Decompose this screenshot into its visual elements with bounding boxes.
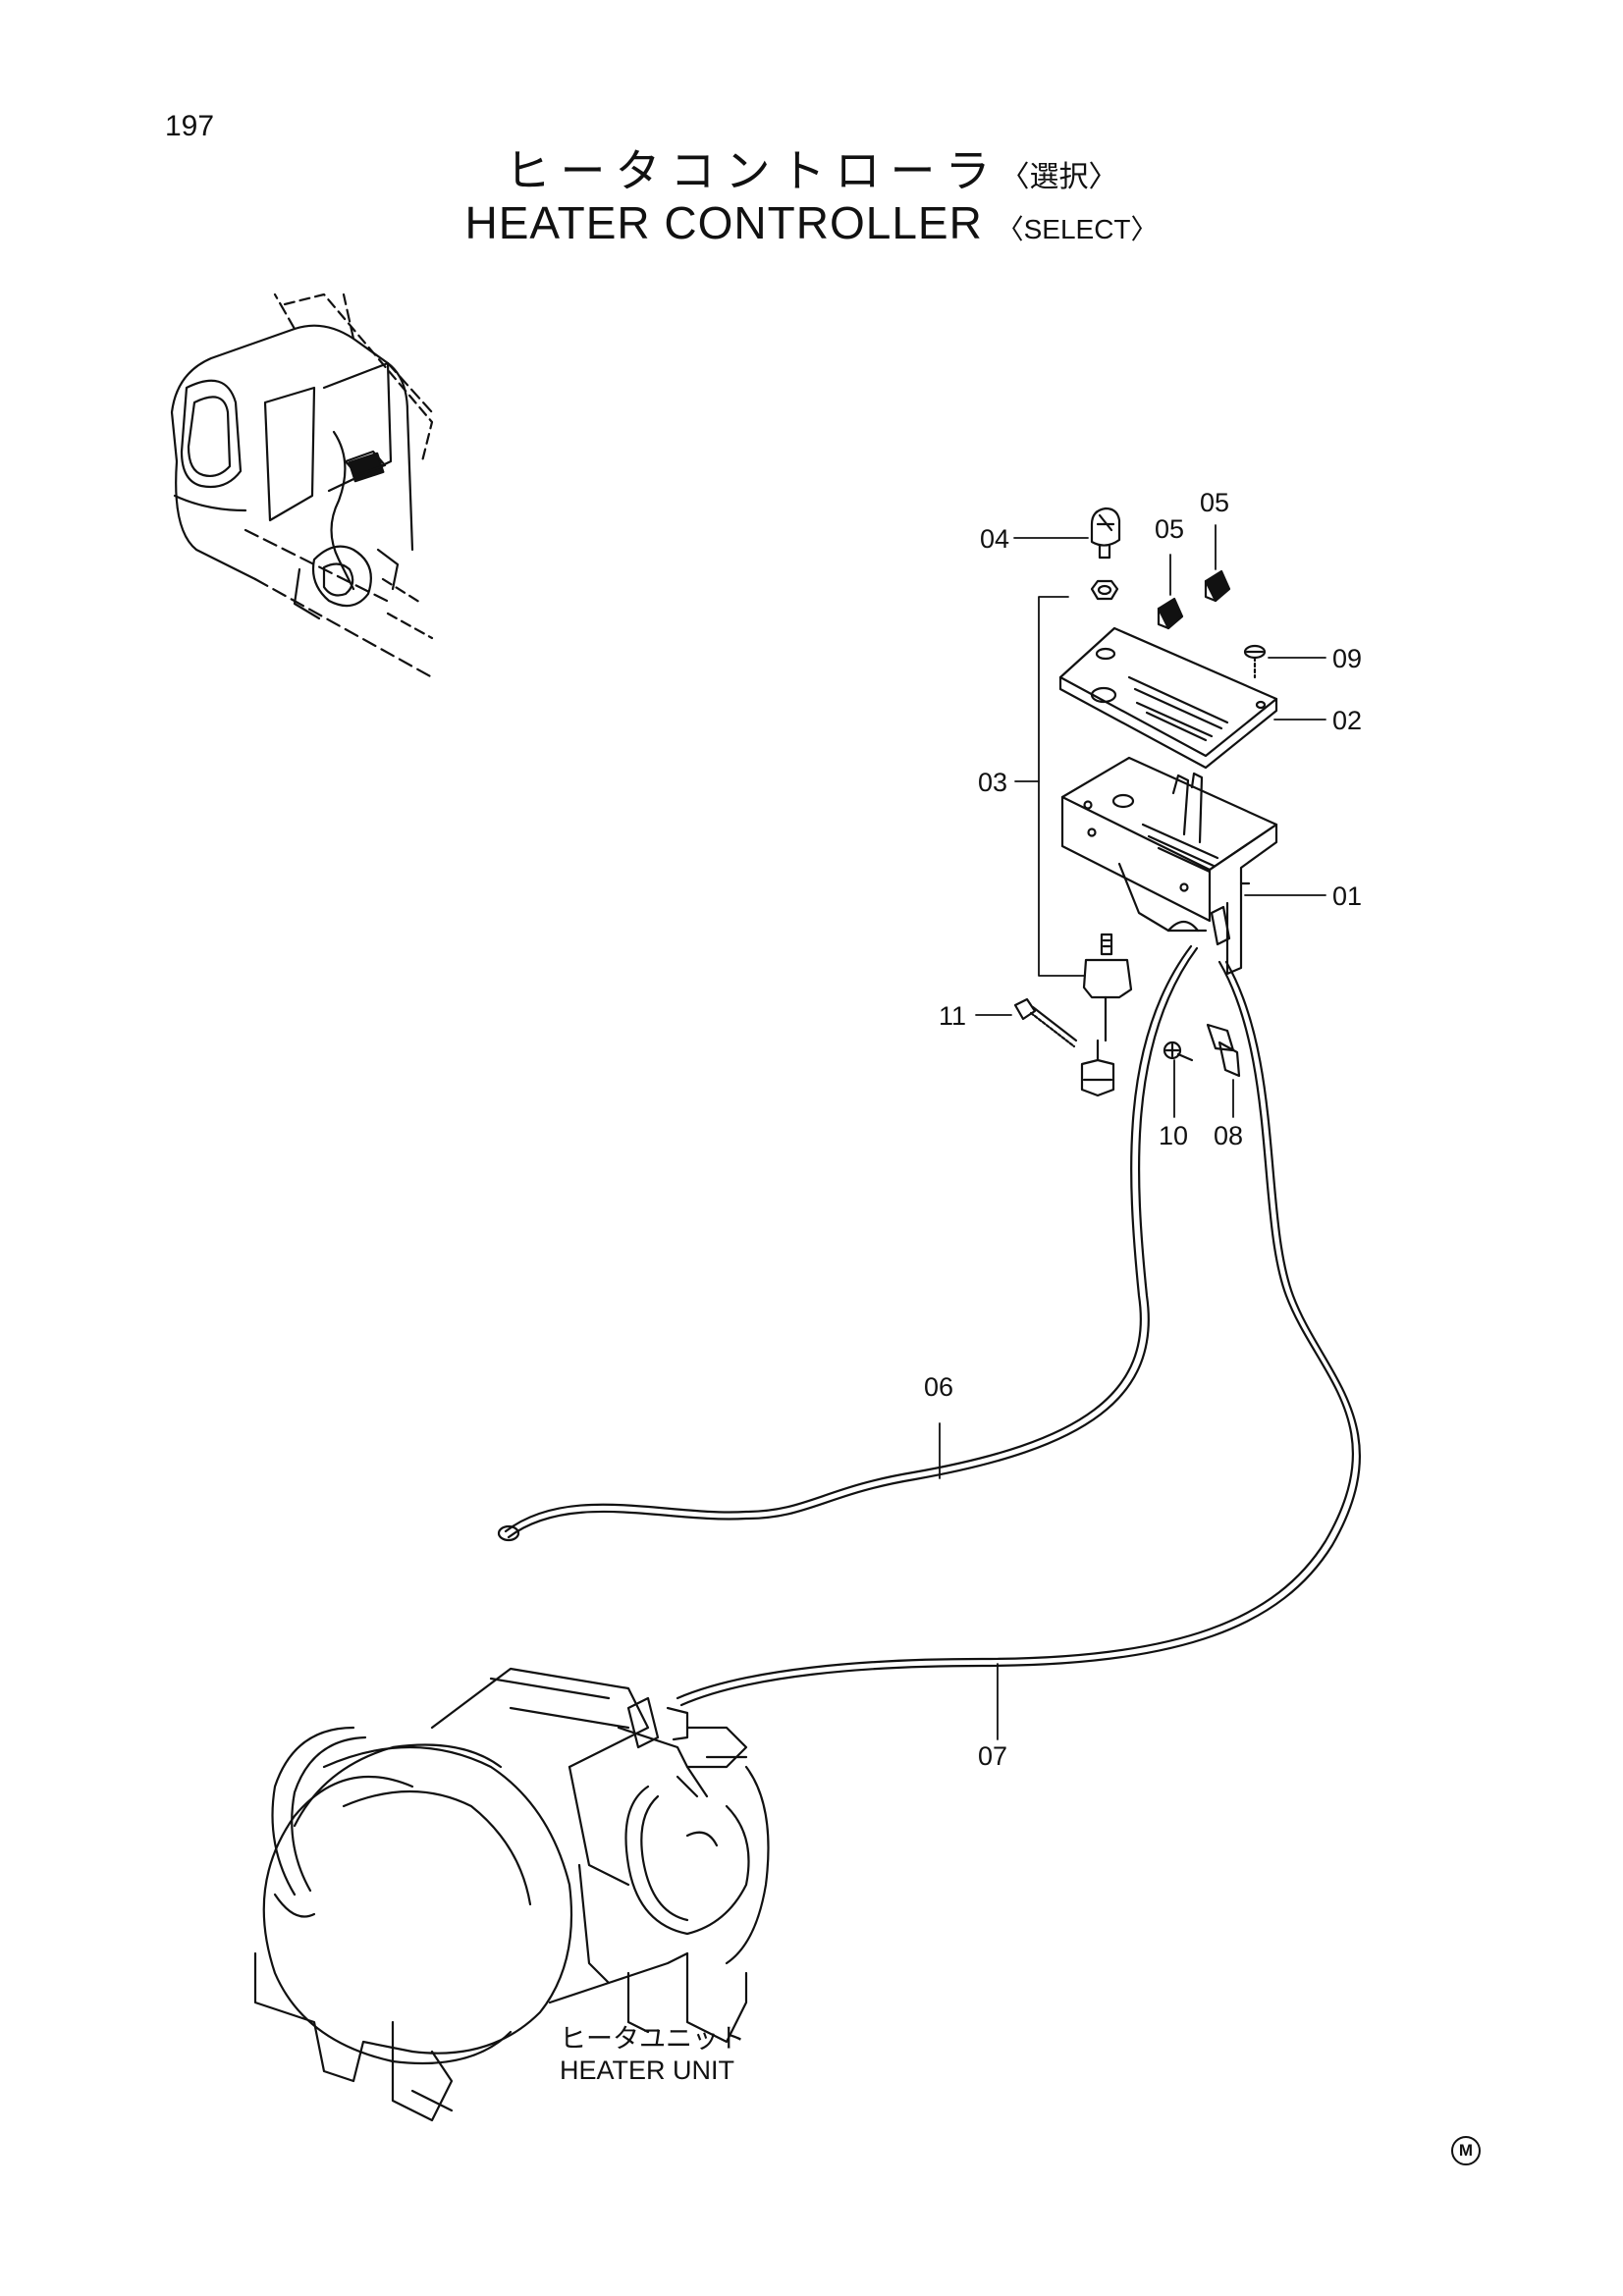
title-jp-main: ヒータコントローラ [505, 144, 1001, 197]
callout-06: 06 [924, 1372, 953, 1402]
cover-plate-02 [1058, 626, 1278, 770]
title-en-sub: 〈SELECT〉 [996, 214, 1159, 244]
controller-bracket-01 [1060, 756, 1278, 976]
callout-07: 07 [978, 1741, 1007, 1771]
callout-labels: 01 02 03 04 05 05 06 07 08 09 10 11 ヒータユ… [560, 488, 1362, 2085]
callout-03: 03 [978, 768, 1007, 797]
title-english: HEATER CONTROLLER 〈SELECT〉 [0, 196, 1623, 249]
page-number: 197 [165, 110, 215, 142]
heater-unit-illustration [253, 1667, 770, 2122]
heater-unit-label-en: HEATER UNIT [560, 2056, 734, 2085]
screw-10-and-clamp-08 [1163, 1023, 1241, 1078]
title-japanese: ヒータコントローラ〈選択〉 [0, 135, 1623, 200]
screw-09 [1243, 644, 1267, 679]
leader-lines [939, 524, 1326, 1740]
cab-overview-illustration [170, 293, 434, 679]
callout-05-left: 05 [1155, 514, 1184, 544]
callout-02: 02 [1332, 706, 1362, 735]
knob-and-nut [1090, 507, 1121, 601]
manufacturer-mark-icon: M [1451, 2136, 1481, 2165]
cable-tie-11 [1013, 997, 1078, 1048]
title-en-main: HEATER CONTROLLER [464, 197, 983, 248]
callout-01: 01 [1332, 881, 1362, 911]
title-jp-sub: 〈選択〉 [1000, 160, 1118, 194]
callout-11: 11 [939, 1001, 966, 1031]
callout-09: 09 [1332, 644, 1362, 673]
cables [497, 944, 1361, 1707]
switch-03 [1080, 933, 1133, 1097]
lever-knobs [1157, 569, 1231, 630]
callout-04: 04 [980, 524, 1009, 554]
heater-unit-label-jp: ヒータユニット [560, 2024, 745, 2054]
callout-08: 08 [1214, 1121, 1243, 1150]
callout-10: 10 [1159, 1121, 1188, 1150]
callout-05-right: 05 [1200, 488, 1229, 517]
